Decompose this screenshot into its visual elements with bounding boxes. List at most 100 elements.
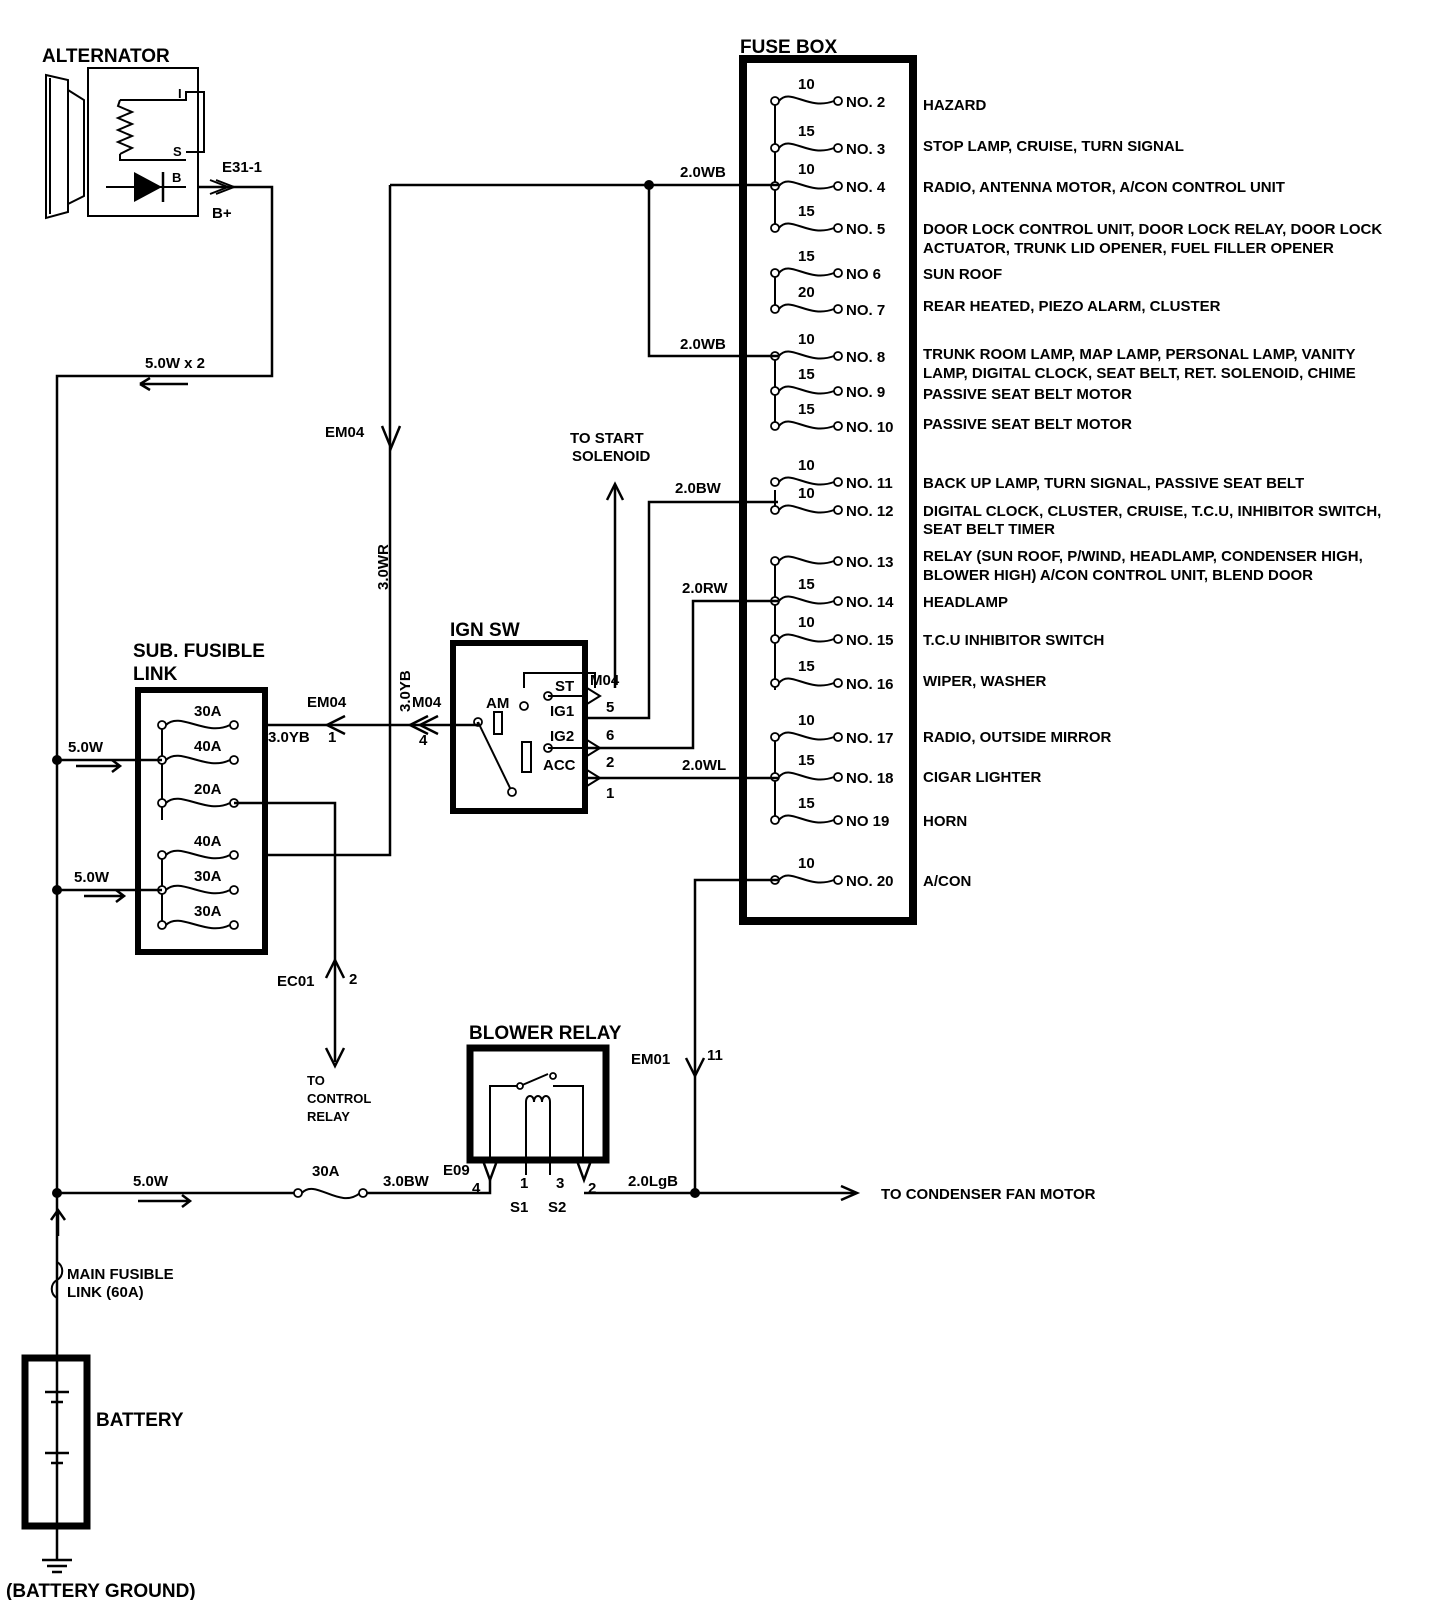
to-condenser-fan: TO CONDENSER FAN MOTOR — [881, 1186, 1096, 1203]
ign-pin-6: 6 — [606, 727, 614, 744]
fuse-description: RADIO, ANTENNA MOTOR, A/CON CONTROL UNIT — [923, 179, 1285, 196]
fuse-box-title: FUSE BOX — [740, 37, 837, 58]
fuse-number: NO. 4 — [846, 179, 886, 196]
fuse-number: NO. 2 — [846, 94, 885, 111]
fuse-number: NO. 16 — [846, 676, 894, 693]
wire-label-w-main: 5.0W — [133, 1173, 169, 1190]
field-coil — [115, 99, 135, 155]
sub-fuse: 30A — [157, 703, 239, 730]
sub-fuse-amp: 30A — [194, 903, 222, 920]
wire-label-rw: 2.0RW — [682, 580, 728, 597]
sub-fuse: 40A — [157, 738, 239, 765]
battery-box — [21, 1354, 91, 1530]
ign-pin-1: 1 — [606, 785, 614, 802]
sub-fuse: 30A — [157, 903, 239, 930]
wire-to-fuse-20 — [693, 878, 778, 1193]
fuse-description: A/CON — [923, 873, 971, 890]
connector-em04-top: EM04 — [325, 424, 365, 441]
fuse-symbol — [165, 919, 231, 930]
connector-m04-pin: 4 — [419, 732, 428, 749]
blower-relay-title: BLOWER RELAY — [469, 1023, 622, 1044]
fuse-amp: 20 — [798, 284, 815, 301]
main-fusible-link-symbol — [50, 1261, 64, 1299]
fuse-description: PASSIVE SEAT BELT MOTOR — [923, 386, 1132, 403]
fuse-number: NO. 15 — [846, 632, 894, 649]
fuse-symbol — [778, 504, 835, 514]
ign-pos-ig1: IG1 — [550, 703, 574, 720]
main-fusible-l1: MAIN FUSIBLE — [67, 1266, 174, 1283]
ign-pos-am: AM — [486, 695, 509, 712]
connector-ec01-pin: 2 — [349, 971, 357, 988]
fuse-symbol — [778, 142, 835, 152]
fuse-symbol — [778, 677, 835, 687]
wire-label-bw-relay: 3.0BW — [383, 1173, 430, 1190]
fuse-description: HORN — [923, 813, 967, 830]
ground-symbol — [42, 1558, 72, 1574]
fuse-number: NO. 12 — [846, 503, 894, 520]
fuse-number: NO. 17 — [846, 730, 894, 747]
wire-label-lgb: 2.0LgB — [628, 1173, 678, 1190]
fuse-description: DIGITAL CLOCK, CLUSTER, CRUISE, T.C.U, I… — [923, 503, 1381, 520]
fuse-symbol — [165, 884, 231, 895]
fuse-number: NO. 3 — [846, 141, 885, 158]
wire-label-bw: 2.0BW — [675, 480, 722, 497]
wire-3.0yb — [265, 722, 480, 727]
connector-em01: EM01 — [631, 1051, 670, 1068]
fuse-symbol — [778, 180, 835, 190]
fuse-symbol — [778, 95, 835, 105]
fuse-description: STOP LAMP, CRUISE, TURN SIGNAL — [923, 138, 1184, 155]
fuse-amp: 15 — [798, 203, 815, 220]
fuse-description: RELAY (SUN ROOF, P/WIND, HEADLAMP, CONDE… — [923, 548, 1363, 565]
fuse-number: NO. 8 — [846, 349, 885, 366]
blower-relay: BLOWER RELAY E09 4 1 3 2 S1 S2 — [443, 1023, 622, 1216]
main-power-wire — [55, 185, 274, 1560]
fuse-number: NO 19 — [846, 813, 889, 830]
sub-fuse-amp: 40A — [194, 738, 222, 755]
sub-fuse: 40A — [157, 833, 239, 860]
wire-2.0wb-mid — [647, 185, 778, 358]
blower-switch-s1: S1 — [510, 1199, 528, 1216]
alternator: ALTERNATOR I S B E31-1 B+ — [42, 46, 262, 222]
connector-arrow-em04 — [380, 425, 402, 452]
fuse-number: NO. 13 — [846, 554, 894, 571]
control-relay-l1: TO — [307, 1073, 325, 1088]
wire-label-yb-h: 3.0YB — [268, 729, 310, 746]
connector-m04: M04 — [412, 694, 442, 711]
alternator-pulley — [45, 73, 69, 220]
fuse-number: NO. 10 — [846, 419, 894, 436]
fuse-amp: 15 — [798, 576, 815, 593]
fuse-symbol — [778, 222, 835, 232]
sub-fuse-amp: 40A — [194, 833, 222, 850]
fuse-description: T.C.U INHIBITOR SWITCH — [923, 632, 1104, 649]
fuse-description: PASSIVE SEAT BELT MOTOR — [923, 416, 1132, 433]
blower-relay-connector: E09 — [443, 1162, 470, 1179]
fuse-amp: 10 — [798, 331, 815, 348]
fuse-symbol — [778, 385, 835, 395]
connector-em04-mid: EM04 — [307, 694, 347, 711]
ign-sw-title: IGN SW — [450, 620, 520, 641]
fuse-amp: 10 — [798, 855, 815, 872]
fuse-amp: 15 — [798, 123, 815, 140]
fuse-description: TRUNK ROOM LAMP, MAP LAMP, PERSONAL LAMP… — [923, 346, 1356, 363]
sub-fuse-amp: 30A — [194, 703, 222, 720]
fuse-amp: 10 — [798, 161, 815, 178]
fuse-amp: 15 — [798, 248, 815, 265]
wire-label-wl: 2.0WL — [682, 757, 726, 774]
sub-fusible-title1: SUB. FUSIBLE — [133, 641, 265, 662]
fuse-description: SUN ROOF — [923, 266, 1002, 283]
blower-pin-1: 1 — [520, 1175, 528, 1192]
sub-fuse: 20A — [157, 781, 239, 808]
fuse-number: NO. 7 — [846, 302, 885, 319]
